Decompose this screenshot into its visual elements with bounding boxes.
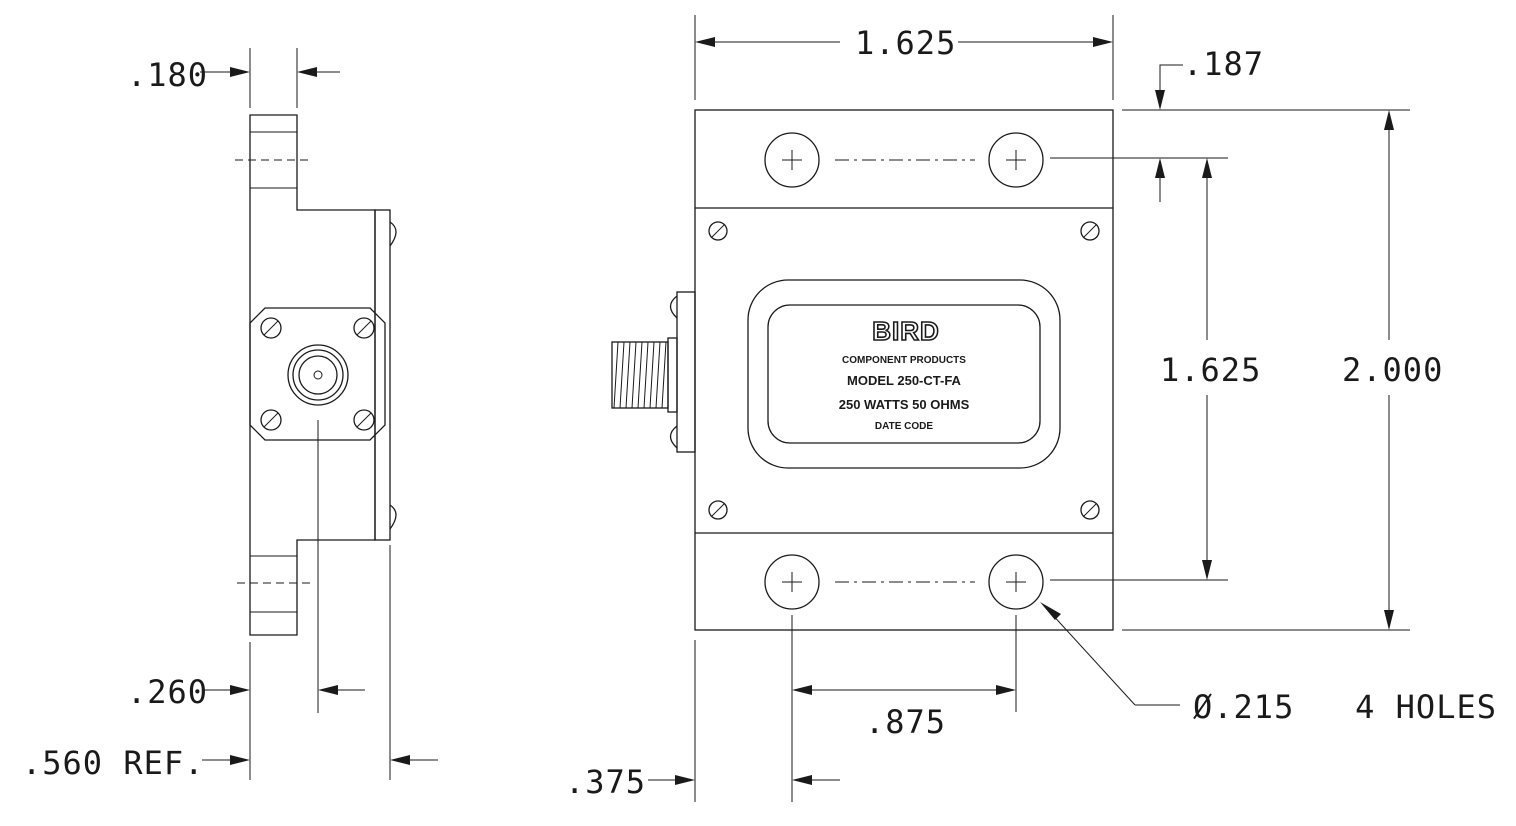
mounting-hole [764, 554, 820, 610]
cover-screw [1080, 500, 1100, 520]
plate-line-4: DATE CODE [875, 421, 933, 432]
flange-screw [260, 317, 282, 339]
bird-logo: BIRD [872, 316, 940, 346]
hole-note: Ø.215 4 HOLES [1193, 688, 1497, 726]
dim-front-width: 1.625 [855, 24, 956, 62]
plate-line-2: MODEL 250-CT-FA [847, 373, 962, 388]
dim-375: .375 [565, 763, 646, 801]
dim-hole-spacing-h: .875 [865, 703, 946, 741]
dim-260: .260 [127, 673, 208, 711]
connector-face [287, 344, 349, 406]
dim-560-ref: .560 REF. [22, 744, 204, 782]
label-plate: BIRD COMPONENT PRODUCTS MODEL 250-CT-FA … [747, 279, 1061, 469]
cover-screw [708, 221, 728, 241]
cover-screw [1080, 221, 1100, 241]
dim-187: .187 [1183, 45, 1264, 83]
cover-screw [708, 500, 728, 520]
dim-hole-spacing-v: 1.625 [1160, 351, 1261, 389]
mounting-hole [764, 132, 820, 188]
dim-total-height: 2.000 [1342, 351, 1443, 389]
front-view: BIRD COMPONENT PRODUCTS MODEL 250-CT-FA … [565, 15, 1497, 802]
side-view: .180 .260 .560 REF. [22, 48, 438, 782]
mounting-hole [988, 554, 1044, 610]
mounting-hole [988, 132, 1044, 188]
plate-line-3: 250 WATTS 50 OHMS [839, 397, 970, 412]
side-connector [611, 291, 696, 453]
flange-screw [353, 409, 375, 431]
plate-line-1: COMPONENT PRODUCTS [842, 355, 966, 366]
flange-screw [260, 409, 282, 431]
flange-screw [353, 317, 375, 339]
dim-180: .180 [127, 56, 208, 94]
